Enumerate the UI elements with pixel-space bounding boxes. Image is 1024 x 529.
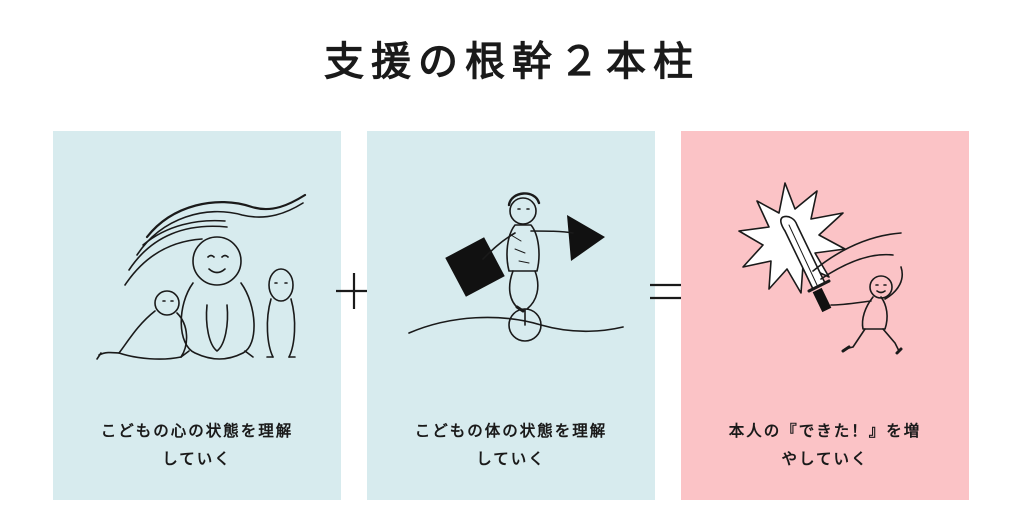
pillar-caption: こどもの体の状態を理解 していく bbox=[377, 417, 645, 473]
pillar-caption-line: こどもの体の状態を理解 bbox=[414, 421, 608, 440]
pillar-caption-line: こどもの心の状態を理解 bbox=[100, 421, 294, 440]
pillar-card-body: こどもの体の状態を理解 していく bbox=[367, 131, 655, 500]
equals-icon bbox=[650, 283, 686, 300]
pillar-card-mind: こどもの心の状態を理解 していく bbox=[53, 131, 341, 500]
pillar-caption: 本人の『できた！』を増 やしていく bbox=[691, 417, 959, 473]
sword-child-illustration bbox=[738, 182, 903, 355]
pillar-caption-line: していく bbox=[476, 449, 546, 468]
pillar-caption: こどもの心の状態を理解 していく bbox=[63, 417, 331, 473]
pillar-card-success: 本人の『できた！』を増 やしていく bbox=[681, 131, 969, 500]
pillar-caption-line: していく bbox=[162, 449, 232, 468]
page-title: 支援の根幹２本柱 bbox=[324, 38, 700, 85]
plus-icon bbox=[336, 273, 372, 309]
pillar-caption-line: 本人の『できた！』を増 bbox=[728, 421, 922, 440]
sitting-children-illustration bbox=[96, 193, 307, 360]
unicycle-child-illustration bbox=[408, 192, 624, 342]
pillar-caption-line: やしていく bbox=[781, 449, 869, 468]
